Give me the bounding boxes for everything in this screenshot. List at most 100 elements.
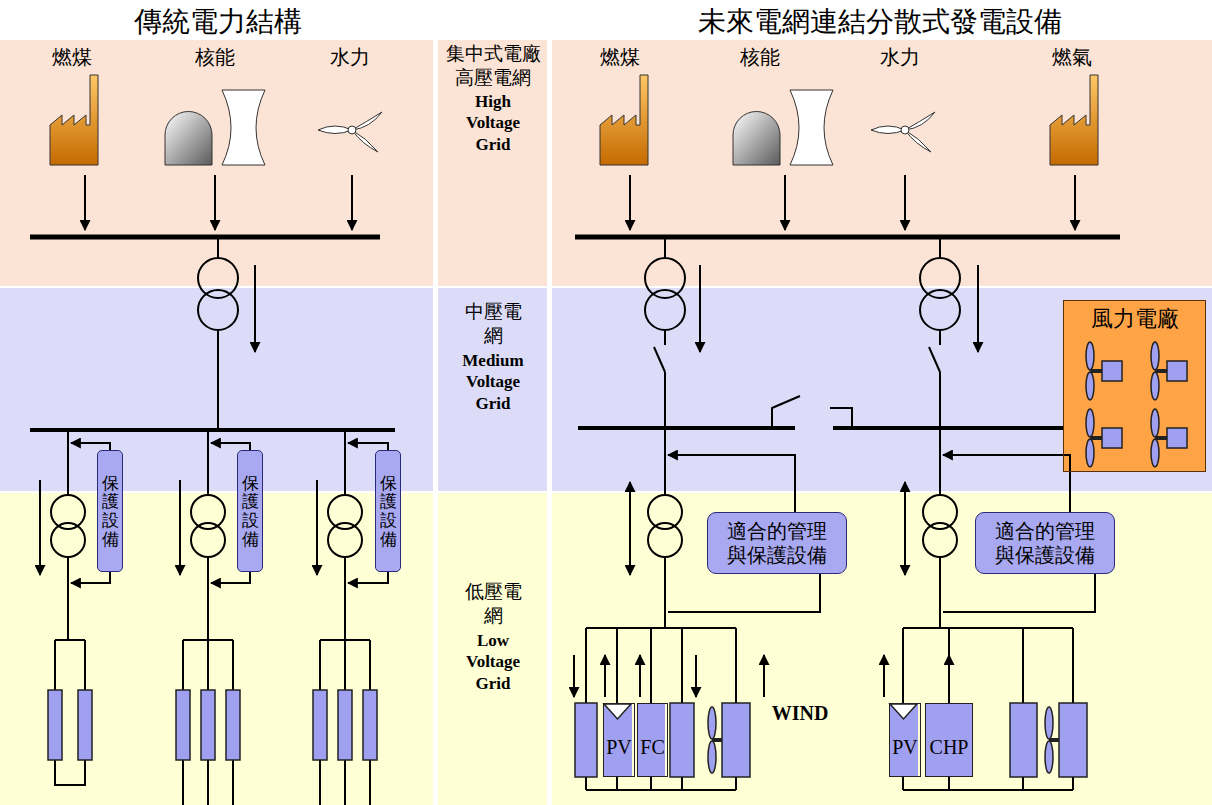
device-boxes-part <box>603 703 632 777</box>
wires-part <box>211 443 250 450</box>
device-boxes-part <box>1059 703 1087 777</box>
wires-part <box>39 480 41 575</box>
wind-turbines-part-part <box>1090 369 1102 373</box>
wind-turbines-part-part <box>1086 372 1094 400</box>
wires-part <box>939 330 941 345</box>
node-text: FC <box>640 736 664 759</box>
plant-name: 燃煤 <box>52 44 92 71</box>
wind-turbines-part-part <box>1155 436 1167 440</box>
wind-turbines-part-part <box>1086 409 1094 437</box>
wires-part <box>664 372 666 428</box>
plant-name: 核能 <box>740 44 780 71</box>
wires-part <box>586 628 736 790</box>
wind-turbines-part-part <box>1151 372 1159 400</box>
wires-part <box>578 426 795 430</box>
wires-part <box>316 480 318 575</box>
device-box: CHP <box>925 703 973 777</box>
plant-name: 燃氣 <box>1052 44 1092 71</box>
wires-part <box>179 480 181 575</box>
wires-part <box>977 265 979 352</box>
wind-turbines-part-part <box>1151 409 1159 437</box>
device-boxes-part <box>226 690 240 760</box>
wind-turbines <box>708 342 1187 773</box>
wires-part <box>217 330 219 430</box>
wires-part <box>668 455 795 512</box>
wires-part <box>84 175 86 230</box>
power-plant-icons-part <box>733 112 780 166</box>
power-plant-icons-part <box>50 75 98 165</box>
wires-part <box>30 428 395 432</box>
device-boxes-part <box>313 690 327 760</box>
wind-turbines-part <box>1045 741 1053 773</box>
wires-part <box>629 175 631 230</box>
power-plant-icons-part <box>318 112 935 152</box>
device-boxes-part <box>201 690 215 760</box>
wind-turbines-part <box>1086 409 1122 467</box>
pv-symbols-part <box>604 704 631 719</box>
device-boxes-part <box>670 703 694 777</box>
device-boxes-part <box>637 703 665 777</box>
band-label: Medium Voltage Grid <box>453 350 533 414</box>
wires-part <box>639 655 641 697</box>
plant-name: 水力 <box>880 44 920 71</box>
wires-part <box>344 557 346 640</box>
device-box: PV <box>603 703 635 777</box>
wind-farm-fill-part <box>1063 300 1206 472</box>
wires-part <box>920 258 960 298</box>
wind-turbines-part <box>1151 342 1187 400</box>
wires-part <box>71 443 110 450</box>
wires-part <box>254 265 256 352</box>
device-boxes <box>48 690 1087 777</box>
power-plant-icons-part-part <box>905 130 931 152</box>
band-label: 中壓電 網 <box>462 300 524 348</box>
wires-part <box>648 523 682 557</box>
power-plant-icons <box>50 75 1098 165</box>
wires-part <box>645 258 685 298</box>
wires-part <box>214 175 216 230</box>
wires-part <box>645 290 685 330</box>
wind-farm-fill <box>1063 300 1206 472</box>
wires-part <box>573 655 575 697</box>
wires-part <box>784 175 786 230</box>
power-plant-icons-part-part <box>905 112 935 130</box>
panel-title: 未來電網連結分散式發電設備 <box>698 3 1062 41</box>
wires-part <box>629 482 631 575</box>
panel-title: 傳統電力結構 <box>134 3 302 41</box>
wind-turbines-part-part <box>1102 428 1122 448</box>
voltage-bands-part <box>0 40 1212 286</box>
wires-part <box>664 557 666 628</box>
voltage-bands-part <box>433 40 438 805</box>
wires-part <box>575 235 1120 240</box>
node-text: 風力電廠 <box>1091 304 1179 334</box>
protection-box: 保護設備 <box>375 450 401 572</box>
wires-part <box>30 235 380 240</box>
power-plant-icons-part-part <box>352 130 378 152</box>
wires-part <box>191 523 225 557</box>
wind-turbines-part-part <box>1155 369 1167 373</box>
wires-part <box>939 372 941 428</box>
wires-part <box>67 557 69 640</box>
power-plant-icons-part-part <box>348 126 356 134</box>
wires-part <box>948 655 950 697</box>
node-text: 保護設備 <box>380 474 397 549</box>
power-plant-icons-part-part <box>318 126 352 134</box>
node-text: 適合的管理 與保護設備 <box>723 519 831 567</box>
pv-symbols <box>604 704 917 719</box>
device-boxes-part <box>925 703 973 777</box>
wires-part <box>830 408 852 428</box>
node-text: PV <box>606 736 632 759</box>
wires-part <box>929 347 940 372</box>
wind-turbines-part <box>708 707 716 739</box>
node-text: PV <box>892 736 918 759</box>
band-label: 高壓電網 <box>455 66 531 90</box>
wind-turbines-part <box>1151 409 1187 467</box>
plant-name: 燃煤 <box>600 44 640 71</box>
power-plant-icons-part <box>165 112 212 166</box>
device-box: PV <box>889 703 921 777</box>
wind-turbines-part-part <box>1102 361 1122 381</box>
wind-turbines-part-part <box>1086 342 1094 370</box>
device-boxes-part <box>575 703 597 777</box>
